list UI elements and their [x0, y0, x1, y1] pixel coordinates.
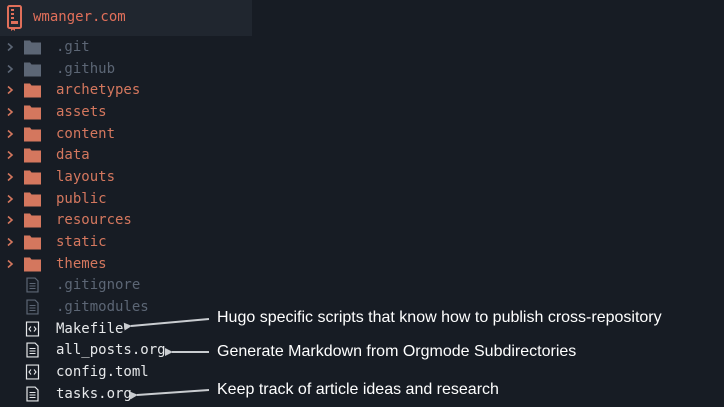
tree-item-label: public	[56, 190, 107, 207]
tree-item-all-posts-org[interactable]: all_posts.org	[0, 340, 260, 362]
tree-item-label: config.toml	[56, 364, 149, 381]
chevron-right-icon[interactable]	[4, 144, 16, 166]
chevron-right-icon[interactable]	[4, 123, 16, 145]
tree-item-label: static	[56, 234, 107, 251]
tree-item-assets[interactable]: assets	[0, 101, 260, 123]
tree-item-gitignore[interactable]: .gitignore	[0, 275, 260, 297]
tree-item-label: .gitignore	[56, 277, 141, 294]
tree-item-data[interactable]: data	[0, 144, 260, 166]
tree-item-github[interactable]: .github	[0, 58, 260, 80]
tree-item-label: tasks.org	[56, 385, 132, 402]
code-file-icon	[24, 321, 41, 337]
tree-item-static[interactable]: static	[0, 231, 260, 253]
tree-item-layouts[interactable]: layouts	[0, 166, 260, 188]
tree-item-git[interactable]: .git	[0, 36, 260, 58]
tree-item-label: content	[56, 125, 116, 142]
tree-item-archetypes[interactable]: archetypes	[0, 79, 260, 101]
chevron-right-icon[interactable]	[4, 210, 16, 232]
tree-item-makefile[interactable]: Makefile	[0, 318, 260, 340]
tree-item-tasks-org[interactable]: tasks.org	[0, 383, 260, 405]
chevron-right-icon[interactable]	[4, 253, 16, 275]
project-title: wmanger.com	[33, 9, 126, 25]
tree-item-config-toml[interactable]: config.toml	[0, 361, 260, 383]
project-header[interactable]: wmanger.com	[0, 0, 252, 36]
code-file-icon	[24, 364, 41, 380]
chevron-right-icon[interactable]	[4, 188, 16, 210]
tasks-annotation: Keep track of article ideas and research	[217, 381, 499, 398]
folder-icon	[24, 39, 41, 55]
chevron-right-icon[interactable]	[4, 58, 16, 80]
text-file-icon	[24, 277, 41, 293]
tree-item-gitmodules[interactable]: .gitmodules	[0, 296, 260, 318]
folder-icon	[24, 169, 41, 185]
tree-item-label: assets	[56, 103, 107, 120]
tree-item-label: all_posts.org	[56, 342, 166, 359]
text-file-icon	[24, 342, 41, 358]
tree-item-label: layouts	[56, 168, 116, 185]
tree-item-label: Makefile	[56, 320, 124, 337]
repository-icon	[7, 5, 23, 31]
chevron-right-icon[interactable]	[4, 166, 16, 188]
folder-icon	[24, 61, 41, 77]
tree-item-label: data	[56, 147, 90, 164]
folder-icon	[24, 83, 41, 98]
folder-icon	[24, 126, 41, 142]
tree-item-themes[interactable]: themes	[0, 253, 260, 275]
chevron-right-icon[interactable]	[4, 231, 16, 253]
folder-icon	[24, 148, 41, 163]
folder-icon	[24, 256, 41, 272]
folder-icon	[24, 191, 41, 207]
tree-item-label: .github	[56, 60, 116, 77]
tree-item-label: resources	[56, 212, 132, 229]
tree-item-label: themes	[56, 255, 107, 272]
tree-item-label: .git	[56, 38, 90, 55]
makefile-annotation: Hugo specific scripts that know how to p…	[217, 309, 662, 326]
chevron-right-icon[interactable]	[4, 36, 16, 58]
folder-icon	[24, 213, 41, 228]
tree-item-label: archetypes	[56, 82, 141, 99]
text-file-icon	[24, 386, 41, 402]
chevron-right-icon[interactable]	[4, 79, 16, 101]
tree-item-content[interactable]: content	[0, 123, 260, 145]
tree-item-public[interactable]: public	[0, 188, 260, 210]
folder-icon	[24, 235, 41, 250]
all-posts-annotation: Generate Markdown from Orgmode Subdirect…	[217, 343, 577, 360]
tree-item-resources[interactable]: resources	[0, 210, 260, 232]
tree-item-label: .gitmodules	[56, 299, 149, 316]
folder-icon	[24, 104, 41, 120]
text-file-icon	[24, 299, 41, 315]
chevron-right-icon[interactable]	[4, 101, 16, 123]
file-tree: .git .github archetypes	[0, 36, 260, 405]
